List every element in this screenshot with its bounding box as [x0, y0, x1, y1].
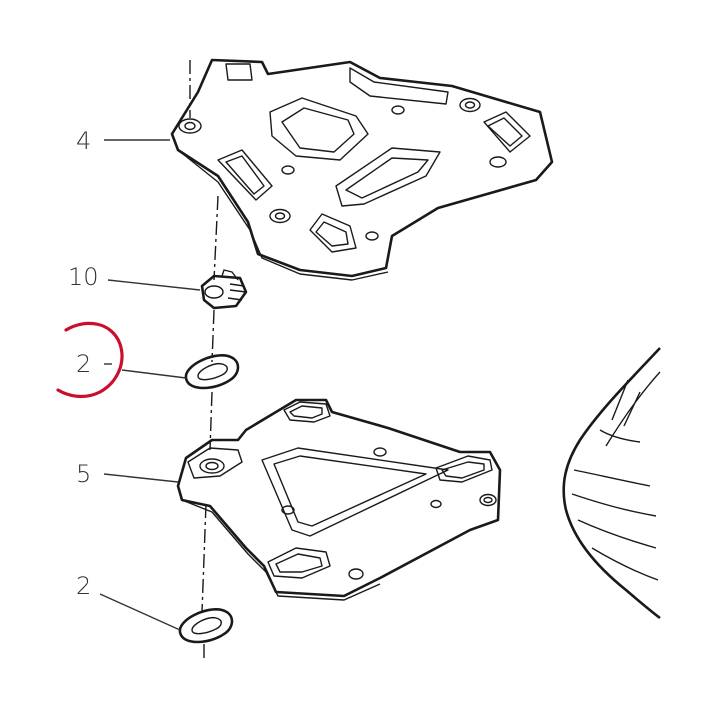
- part-5-base-plate: [176, 398, 502, 601]
- callout-2-top: 2: [76, 350, 91, 378]
- highlight-circle: [56, 321, 124, 399]
- callout-10: 10: [68, 263, 99, 291]
- part-2-washer-top: [184, 354, 240, 390]
- background-housing: [562, 347, 661, 620]
- leader-lines: [99, 139, 201, 631]
- part-4-upper-plate: [170, 58, 554, 281]
- assembly-axis: [189, 60, 219, 662]
- callout-4: 4: [76, 127, 91, 155]
- part-10-clip: [200, 269, 248, 310]
- callout-5: 5: [76, 460, 91, 488]
- callout-2-bottom: 2: [76, 572, 91, 600]
- part-2-washer-bottom: [178, 608, 234, 644]
